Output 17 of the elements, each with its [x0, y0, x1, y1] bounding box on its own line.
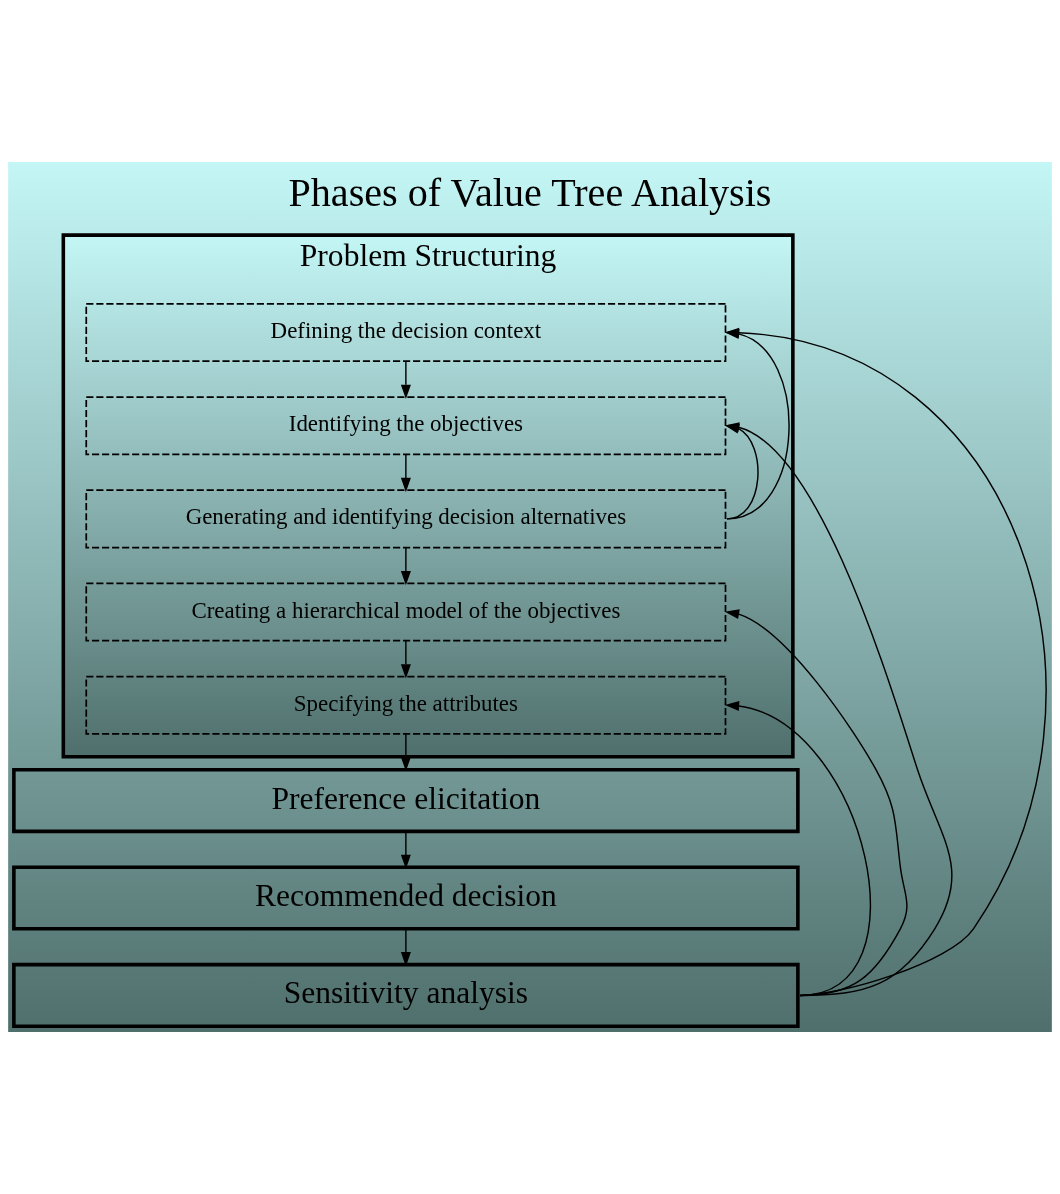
arrow: [400, 360, 411, 400]
node-box: Recommended decision: [12, 865, 800, 931]
node-box: Creating a hierarchical model of the objectives: [85, 582, 727, 642]
arrow: [400, 640, 411, 679]
arrow: [724, 609, 908, 997]
arrow: [400, 547, 411, 586]
node-box: Generating and identifying decision alternatives: [85, 489, 727, 549]
diagram-title: Phases of Value Tree Analysis: [288, 169, 772, 215]
node-box: Sensitivity analysis: [12, 962, 800, 1029]
arrow: [400, 830, 411, 869]
node-box: Preference elicitation: [12, 767, 800, 834]
arrow: [400, 454, 411, 493]
arrow: [400, 928, 411, 967]
node-box: Specifying the attributes: [85, 675, 727, 735]
node-box: Identifying the objectives: [85, 396, 727, 456]
arrow: [724, 700, 871, 997]
node-box: Defining the decision context: [85, 303, 727, 363]
